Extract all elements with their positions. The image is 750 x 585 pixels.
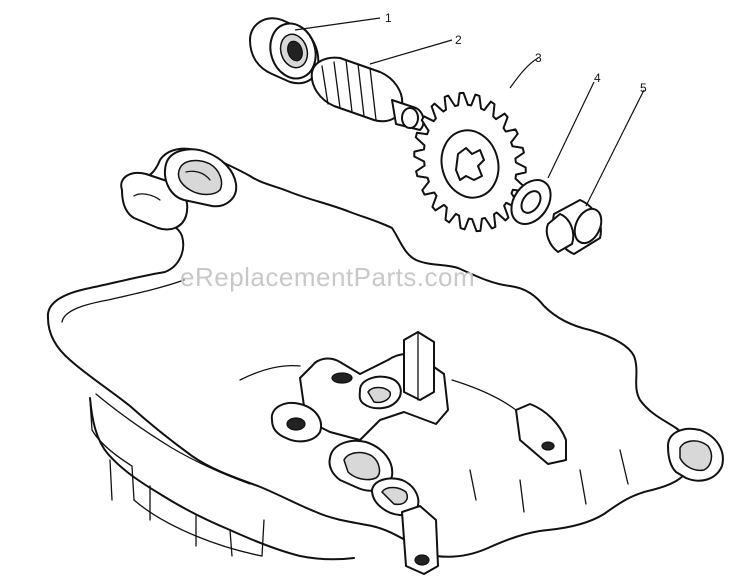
washer-part [510,179,552,225]
sprocket-part [413,91,527,233]
callout-4: 4 [594,71,601,85]
callout-1: 1 [385,11,392,25]
watermark-text: eReplacementParts.com [180,262,475,292]
callout-3: 3 [535,51,542,65]
bushing-part [545,199,603,255]
callout-leaders [294,17,645,207]
callout-5: 5 [640,81,647,95]
callout-2: 2 [455,33,462,47]
gear-case-housing [46,147,724,575]
pinion-shaft-part [310,56,425,131]
bearing-part [249,17,320,85]
